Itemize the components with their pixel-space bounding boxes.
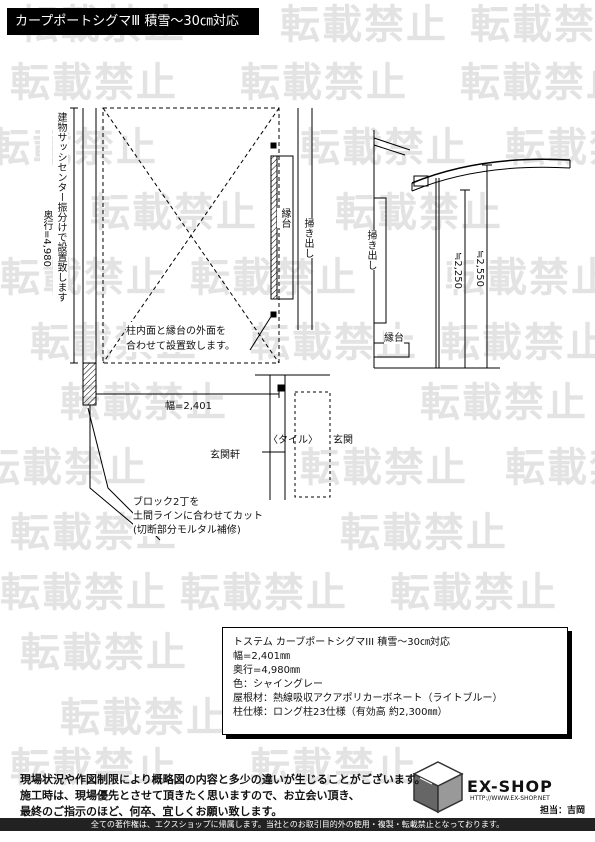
spec-width: 幅=2,401㎜: [233, 651, 291, 662]
engawa-label-elevation: 縁台: [384, 329, 404, 344]
block-note-line2: 土間ラインに合わせてカット: [133, 507, 263, 522]
notice: 現場状況や作図制限により概略図の内容と多少の違いが生じることがございます。 施工…: [20, 772, 426, 820]
logo-url[interactable]: HTTP://WWW.EX-SHOP.NET: [470, 795, 550, 802]
width-dimension-label: 幅=2,401: [165, 401, 213, 412]
notice-line3: 最終のご指示のほど、何卒、宜しくお願い致します。: [20, 805, 283, 818]
post-note-line2: 合わせて設置致します。: [126, 337, 235, 352]
spec-box: トステム カーブポートシグマIII 積雪〜30㎝対応 幅=2,401㎜ 奥行=4…: [222, 627, 568, 735]
beam: [413, 175, 429, 187]
block-leader: [89, 405, 141, 531]
tile-label: 〈タイル〉: [268, 435, 318, 446]
logo-name: EX-SHOP: [467, 777, 553, 796]
copyright-footer: 全ての著作権は、エクスショップに帰属します。当社とのお取引目的外の使用・複製・転…: [0, 818, 595, 831]
height-label-2: ≒2,550: [474, 250, 485, 288]
spec-roof-material: 屋根材：熱線吸収アクアポリカーボネート（ライトブルー）: [233, 693, 503, 704]
depth-label: 奥行=4,980: [41, 210, 52, 268]
roof-diagonal: [102, 107, 280, 364]
spec-product: トステム カーブポートシグマIII 積雪〜30㎝対応: [233, 637, 451, 648]
notice-line2: 施工時は、現場優先とさせて頂きたく思いますので、お立会い頂き、: [20, 789, 360, 802]
carport-roof-outline: [102, 107, 280, 364]
logo-cube-icon: [412, 761, 464, 814]
person-in-charge: 担当：吉岡: [540, 806, 586, 816]
post: [270, 142, 277, 149]
notice-line1: 現場状況や作図制限により概略図の内容と多少の違いが生じることがございます。: [20, 773, 426, 786]
spec-depth: 奥行=4,980㎜: [233, 665, 301, 676]
depth-dimension-label: 奥行=4,980: [40, 120, 52, 268]
block-note-line3: (切断部分モルタル補修): [133, 521, 241, 536]
entrance-post: [277, 384, 285, 392]
spec-post: 柱仕様：ロング柱23仕様（有効高 約2,300㎜）: [233, 707, 448, 718]
height-label-1: ≒2,250: [452, 252, 463, 290]
entrance-area: [294, 391, 331, 498]
plan-view: [70, 107, 331, 541]
sweep-out-label-elevation: 掃き出し: [363, 230, 378, 270]
entrance-eave-label: 玄関軒: [210, 450, 240, 461]
wall-hatch: [82, 362, 97, 406]
block-note-line1: ブロック2丁を: [133, 493, 200, 508]
entrance-label: 玄関: [333, 435, 353, 446]
eave: [373, 137, 411, 151]
page-title: カープポートシグマⅢ 積雪〜30㎝対応: [7, 8, 259, 35]
spec-color: 色：シャイングレー: [233, 679, 323, 690]
eave: [373, 144, 406, 156]
post: [270, 311, 277, 318]
elevation-engawa: [373, 342, 410, 358]
sweep-out-label-plan: 掃き出し: [300, 218, 315, 258]
depth-note: 建物サッシセンター振分けで設置致します: [53, 112, 68, 302]
post-note-leader: [249, 314, 273, 351]
engawa-label-plan: 縁台: [277, 208, 292, 228]
post-note-line1: 柱内面と縁台の外面を: [126, 322, 226, 337]
